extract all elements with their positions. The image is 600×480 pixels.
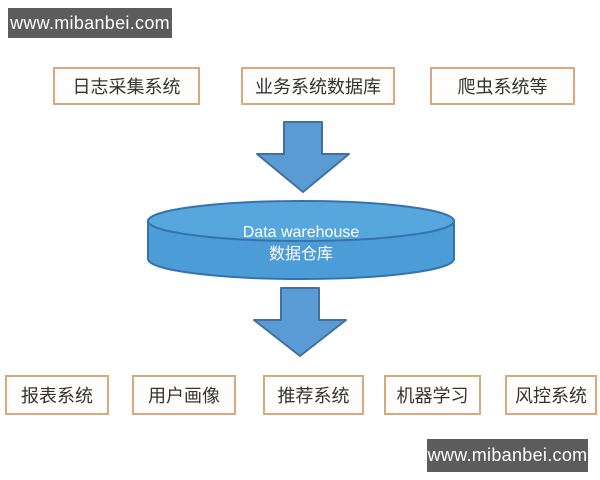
source-box-crawler: 爬虫系统等 [430,67,575,105]
source-box-business-database: 业务系统数据库 [241,67,395,105]
down-arrow-icon-bottom [253,287,347,357]
target-box-label: 推荐系统 [277,386,350,406]
target-box-user-profile: 用户画像 [132,375,236,415]
source-box-log-collection: 日志采集系统 [53,67,200,105]
down-arrow-icon-top [256,121,350,193]
target-box-risk-control: 风控系统 [505,375,597,415]
watermark-banner-top: www.mibanbei.com [8,8,172,38]
watermark-url: www.mibanbei.com [10,12,170,33]
source-box-label: 业务系统数据库 [255,77,381,97]
target-box-label: 用户画像 [148,386,220,406]
target-box-label: 机器学习 [396,386,469,406]
target-box-recommendation: 推荐系统 [263,375,364,415]
source-box-label: 爬虫系统等 [457,77,548,97]
source-box-label: 日志采集系统 [72,77,181,97]
database-cylinder-icon [147,200,455,280]
watermark-banner-bottom: www.mibanbei.com [427,439,588,472]
target-box-label: 报表系统 [21,386,93,406]
watermark-url: www.mibanbei.com [427,445,588,465]
target-box-machine-learning: 机器学习 [384,375,481,415]
target-box-label: 风控系统 [515,386,587,406]
target-box-reporting: 报表系统 [5,375,109,415]
